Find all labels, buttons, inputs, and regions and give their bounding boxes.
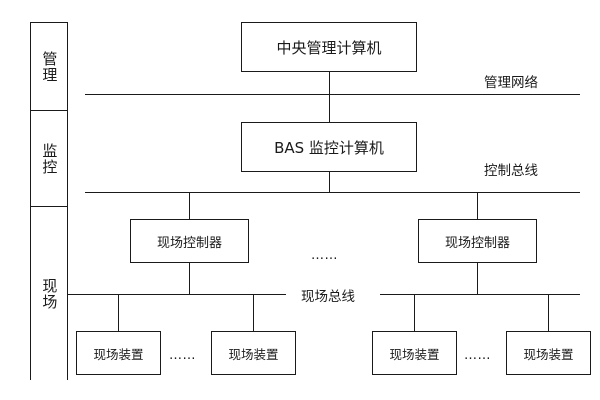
bus-field-left-segment — [68, 294, 286, 295]
label-control-bus: 控制总线 — [484, 159, 538, 179]
connector-controller-right-to-field-bus — [477, 263, 478, 294]
bus-control — [85, 192, 580, 193]
node-label-central-management-computer: 中央管理计算机 — [276, 38, 382, 57]
connector-mgmt-bus-to-bas — [329, 94, 330, 122]
node-label-field-controller-right: 现场控制器 — [444, 235, 510, 251]
ellipsis-controllers: …… — [311, 248, 338, 263]
bus-management-network — [85, 94, 580, 95]
level-label-field: 现场 — [40, 278, 59, 310]
node-field-device-3: 现场装置 — [372, 331, 457, 375]
node-central-management-computer: 中央管理计算机 — [241, 22, 417, 72]
level-label-management: 管理 — [40, 50, 59, 83]
node-field-device-1: 现场装置 — [76, 331, 161, 375]
level-label-supervisory: 监控 — [40, 142, 59, 175]
node-label-field-device-1: 现场装置 — [93, 346, 144, 362]
label-field-bus: 现场总线 — [294, 285, 362, 305]
connector-field-bus-to-device-2 — [253, 294, 254, 331]
ellipsis-devices-right: …… — [464, 348, 491, 363]
node-field-device-2: 现场装置 — [211, 331, 296, 375]
connector-central-to-mgmt-bus — [329, 72, 330, 94]
node-label-field-controller-left: 现场控制器 — [156, 235, 222, 251]
level-cell-supervisory: 监控 — [31, 111, 67, 207]
node-label-field-device-2: 现场装置 — [228, 346, 279, 362]
label-management-network: 管理网络 — [484, 71, 538, 91]
node-bas-supervisory-computer: BAS 监控计算机 — [241, 122, 417, 172]
connector-field-bus-to-device-4 — [548, 294, 549, 331]
node-field-device-4: 现场装置 — [506, 331, 591, 375]
level-cell-field: 现场 — [31, 207, 67, 381]
node-label-field-device-4: 现场装置 — [523, 346, 574, 362]
node-field-controller-left: 现场控制器 — [130, 219, 249, 263]
connector-field-bus-to-device-3 — [414, 294, 415, 331]
bus-field-right-segment — [380, 294, 580, 295]
connector-controller-left-to-field-bus — [189, 263, 190, 294]
level-cell-management: 管理 — [31, 23, 67, 111]
connector-bas-to-control-bus — [329, 172, 330, 192]
connector-control-bus-to-controller-right — [477, 192, 478, 219]
node-field-controller-right: 现场控制器 — [418, 219, 537, 263]
node-label-bas-supervisory-computer: BAS 监控计算机 — [274, 138, 384, 157]
ellipsis-devices-left: …… — [169, 348, 196, 363]
level-bar: 管理 监控 现场 — [30, 22, 68, 381]
node-label-field-device-3: 现场装置 — [389, 346, 440, 362]
connector-field-bus-to-device-1 — [118, 294, 119, 331]
connector-control-bus-to-controller-left — [189, 192, 190, 219]
